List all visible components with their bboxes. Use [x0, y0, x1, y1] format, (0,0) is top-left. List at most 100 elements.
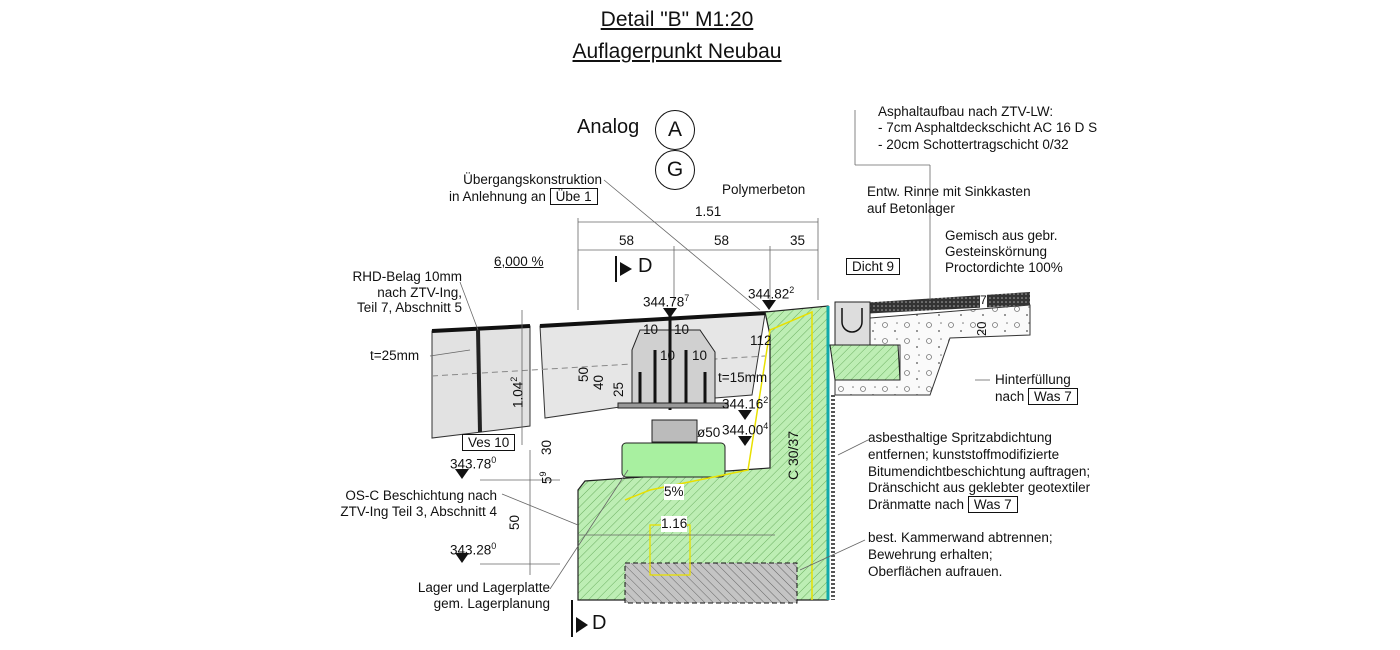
gutter — [834, 301, 871, 346]
elevation-sup: 2 — [763, 395, 769, 405]
dim-10c: 10 — [660, 348, 676, 363]
asphalt-label-2: - 7cm Asphaltdeckschicht AC 16 D S — [878, 120, 1098, 135]
elevation-6: 343.280 — [450, 538, 496, 559]
elevation-value: 344.82 — [748, 286, 790, 302]
rinne-label-1: Entw. Rinne mit Sinkkasten — [867, 184, 1031, 199]
gemisch-label-3: Proctordichte 100% — [945, 260, 1063, 275]
dim-35: 35 — [790, 233, 806, 248]
drawing-subtitle: Auflagerpunkt Neubau — [572, 40, 782, 63]
dim-10b: 10 — [674, 322, 690, 337]
elevation-value: 344.78 — [643, 294, 685, 310]
dim-50: 50 — [576, 366, 591, 382]
elevation-5: 343.780 — [450, 452, 496, 473]
elevation-value: 344.00 — [722, 422, 764, 438]
hinterfuellung-ref-line: nach Was 7 — [995, 388, 1078, 405]
t15-label: t=15mm — [718, 370, 768, 385]
spritz-label-2: entfernen; kunststoffmodifizierte — [868, 447, 1060, 462]
dim-40: 40 — [591, 374, 606, 390]
rhd-label-3: Teil 7, Abschnitt 5 — [356, 300, 462, 315]
elevation-value: 343.28 — [450, 542, 492, 558]
dim-total: 1.51 — [695, 204, 722, 219]
t25-label: t=25mm — [370, 348, 420, 363]
hinterfuellung-label: Hinterfüllung — [995, 372, 1071, 387]
drawing-title: Detail "B" M1:20 — [600, 8, 754, 31]
rhd-label-1: RHD-Belag 10mm — [352, 269, 462, 284]
section-label-top: D — [638, 255, 653, 277]
dim-58a: 58 — [619, 233, 635, 248]
gemisch-label-1: Gemisch aus gebr. — [945, 228, 1058, 243]
reference-circle-a: A — [655, 110, 695, 150]
elevation-1: 344.787 — [643, 290, 689, 311]
elevation-sup: 4 — [763, 421, 769, 431]
asphalt-label-1: Asphaltaufbau nach ZTV-LW: — [878, 104, 1054, 119]
ref-box-dicht9: Dicht 9 — [846, 258, 901, 275]
lager-label-1: Lager und Lagerplatte — [417, 580, 550, 595]
dim-59-sup: 9 — [538, 471, 548, 477]
kammer-label-1: best. Kammerwand abtrennen; — [868, 530, 1053, 545]
elevation-3: 344.162 — [722, 392, 768, 413]
spritz-ref-line: Dränmatte nach Was 7 — [868, 496, 1018, 513]
analog-label: Analog — [577, 116, 640, 138]
dim-phi50: ø50 — [697, 425, 721, 440]
dim-104-sup: 2 — [509, 376, 519, 382]
dim-112: 112 — [750, 333, 772, 348]
elevation-sup: 7 — [684, 293, 690, 303]
asphalt-layer — [860, 292, 1030, 314]
dim-58b: 58 — [714, 233, 730, 248]
elevation-value: 343.78 — [450, 456, 492, 472]
road-7-label: 7 — [980, 292, 987, 308]
section-label-bottom: D — [592, 612, 607, 634]
concrete-class-label: C 30/37 — [785, 430, 801, 480]
rhd-label-2: nach ZTV-Ing, — [377, 285, 462, 300]
ref-box-uebe1: Übe 1 — [549, 188, 598, 205]
dimension-lines — [429, 110, 990, 590]
rinne-label-2: auf Betonlager — [867, 201, 955, 216]
slope-label: 6,000 % — [494, 254, 544, 269]
uebergang-label: Übergangskonstruktion — [463, 172, 602, 187]
dicht-ref-wrapper: Dicht 9 — [846, 258, 901, 275]
spritz-label-4: Dränschicht aus geklebter geotextiler — [868, 480, 1091, 495]
uebergang-label-2: in Anlehnung an — [449, 189, 546, 204]
hinterfuellung-label-2: nach — [995, 389, 1025, 404]
asphalt-label-3: - 20cm Schottertragschicht 0/32 — [878, 137, 1069, 152]
uebergang-ref-line: in Anlehnung an Übe 1 — [449, 188, 598, 205]
dim-59-value: 5 — [539, 476, 555, 484]
width-116-label: 1.16 — [661, 516, 688, 532]
road-20-label: 20 — [974, 321, 989, 336]
dim-30: 30 — [539, 439, 554, 455]
dim-10d: 10 — [692, 348, 708, 363]
elevation-markers — [455, 300, 776, 563]
spritz-label-5: Dränmatte nach — [868, 497, 965, 512]
osc-label-1: OS-C Beschichtung nach — [345, 488, 497, 503]
kammer-label-3: Oberflächen aufrauen. — [868, 564, 1003, 579]
dim-104: 1.042 — [506, 377, 527, 408]
lager-label-2: gem. Lagerplanung — [433, 596, 550, 611]
ref-box-was7: Was 7 — [1028, 388, 1078, 405]
elevation-sup: 0 — [491, 455, 497, 465]
polymerbeton-label: Polymerbeton — [722, 182, 806, 197]
elevation-4: 344.004 — [722, 418, 768, 439]
elevation-sup: 0 — [491, 541, 497, 551]
elevation-value: 344.16 — [722, 396, 764, 412]
ref-box-ves10: Ves 10 — [462, 434, 516, 451]
reference-circle-g: G — [655, 150, 695, 190]
dim-50b: 50 — [507, 514, 522, 530]
existing-wall — [624, 562, 798, 604]
gemisch-label-2: Gesteinskörnung — [945, 244, 1048, 259]
dim-59: 59 — [535, 471, 556, 484]
dim-10a: 10 — [643, 322, 659, 337]
elevation-sup: 2 — [789, 285, 795, 295]
dim-25: 25 — [611, 381, 626, 397]
bearing-plinth — [621, 442, 726, 478]
elevation-2: 344.822 — [748, 282, 794, 303]
ref-box-was7-b: Was 7 — [967, 496, 1018, 513]
section-mark-icon — [571, 256, 632, 637]
kammer-label-2: Bewehrung erhalten; — [868, 547, 993, 562]
dim-104-value: 1.04 — [510, 381, 526, 408]
spritz-label-3: Bitumendichtbeschichtung auftragen; — [868, 464, 1091, 479]
spritz-label-1: asbesthaltige Spritzabdichtung — [868, 430, 1052, 445]
osc-label-2: ZTV-Ing Teil 3, Abschnitt 4 — [340, 504, 497, 519]
ves-ref-wrapper: Ves 10 — [462, 434, 516, 451]
